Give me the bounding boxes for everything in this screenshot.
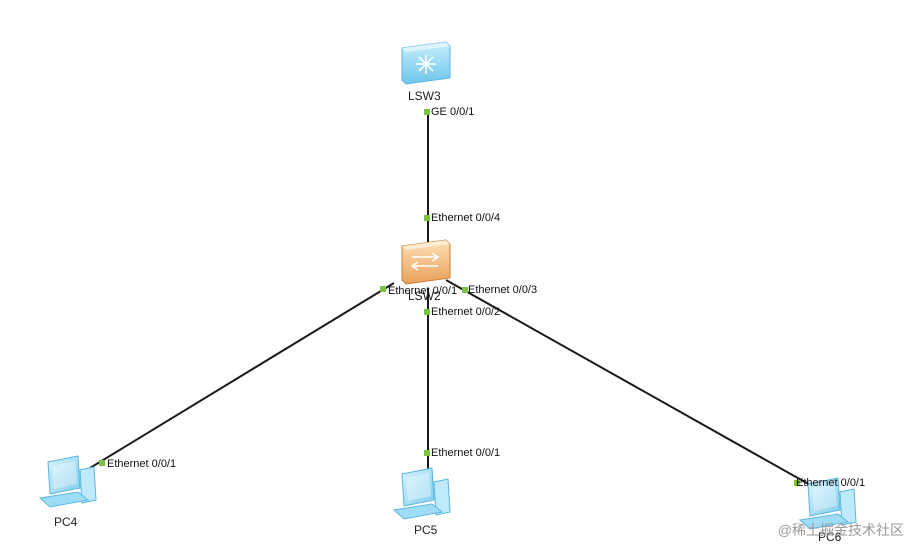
pc-icon <box>798 477 857 530</box>
port-label-pc5-e001: Ethernet 0/0/1 <box>431 447 501 459</box>
link-lsw2-pc4[interactable] <box>89 282 395 469</box>
pc4-node[interactable] <box>38 455 97 508</box>
port-label-pc6-e001: Ethernet 0/0/1 <box>796 477 866 489</box>
pc6-label: PC6 <box>818 530 842 544</box>
pc4-label: PC4 <box>54 515 78 529</box>
pc5-node[interactable] <box>392 467 451 520</box>
port-label-lsw2-e002: Ethernet 0/0/2 <box>431 306 501 318</box>
port-dot-pc4-e001 <box>99 460 105 466</box>
port-dot-lsw2-e001 <box>380 286 386 292</box>
links <box>89 112 813 487</box>
pc6-node[interactable] <box>798 477 857 530</box>
access-switch-icon <box>401 239 451 285</box>
port-label-lsw2-e003: Ethernet 0/0/3 <box>468 284 538 296</box>
port-label-lsw3-ge001: GE 0/0/1 <box>431 106 475 118</box>
port-dot-lsw3-ge001 <box>424 109 430 115</box>
port-dot-lsw2-e004 <box>424 215 430 221</box>
core-switch-icon <box>401 41 451 85</box>
port-dot-lsw2-e003 <box>462 287 468 293</box>
lsw2-node[interactable] <box>401 239 451 285</box>
pc-icon <box>392 467 451 520</box>
port-dot-pc5-e001 <box>424 450 430 456</box>
lsw3-node[interactable] <box>401 41 451 85</box>
link-lsw2-pc6[interactable] <box>445 279 813 487</box>
port-label-pc4-e001: Ethernet 0/0/1 <box>107 458 177 470</box>
port-dot-pc6-e001 <box>794 480 800 486</box>
lsw3-label: LSW3 <box>408 89 441 103</box>
port-dot-lsw2-e002 <box>424 309 430 315</box>
pc5-label: PC5 <box>414 523 438 537</box>
lsw2-label: LSW2 <box>408 289 441 303</box>
pc-icon <box>38 455 97 508</box>
port-label-lsw2-e001: Ethernet 0/0/1 <box>388 285 458 297</box>
port-label-lsw2-e004: Ethernet 0/0/4 <box>431 212 501 224</box>
port-dots <box>99 109 800 486</box>
watermark: @稀土掘金技术社区 <box>777 522 904 538</box>
